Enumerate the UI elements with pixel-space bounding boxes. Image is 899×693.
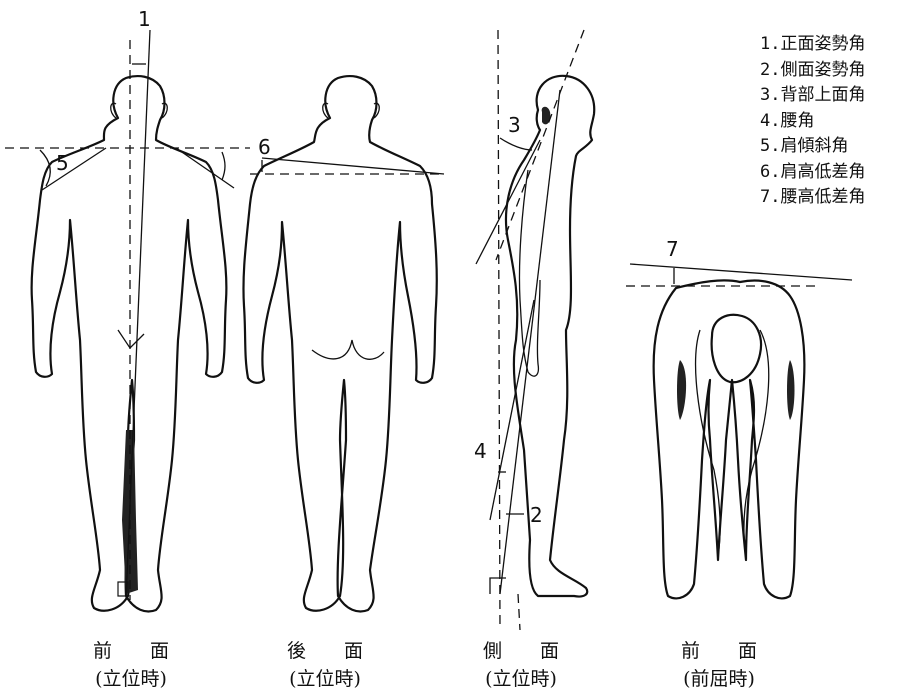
front-bending-figure — [626, 264, 852, 598]
legend-item-3: 3.背部上面角 — [760, 83, 865, 109]
back-standing-figure — [243, 76, 444, 611]
caption-back-standing: 後 面 (立位時) — [250, 637, 400, 693]
caption-view: 前 面 — [56, 637, 206, 665]
caption-side-standing: 側 面 (立位時) — [446, 637, 596, 693]
caption-pose: (前屈時) — [644, 665, 794, 693]
legend-item-2: 2.側面姿勢角 — [760, 58, 865, 84]
front-standing-figure — [5, 30, 250, 611]
caption-pose: (立位時) — [250, 665, 400, 693]
marker-5: 5 — [56, 151, 69, 175]
legend-item-7: 7.腰高低差角 — [760, 185, 865, 211]
side-standing-figure — [476, 30, 594, 630]
marker-3: 3 — [508, 113, 521, 137]
marker-1: 1 — [138, 7, 151, 31]
caption-view: 後 面 — [250, 637, 400, 665]
caption-front-standing: 前 面 (立位時) — [56, 637, 206, 693]
legend-item-5: 5.肩傾斜角 — [760, 134, 865, 160]
marker-7: 7 — [666, 237, 679, 261]
marker-6: 6 — [258, 135, 271, 159]
caption-pose: (立位時) — [446, 665, 596, 693]
caption-view: 前 面 — [644, 637, 794, 665]
angle-legend: 1.正面姿勢角 2.側面姿勢角 3.背部上面角 4.腰角 5.肩傾斜角 6.肩高… — [760, 32, 865, 211]
caption-pose: (立位時) — [56, 665, 206, 693]
legend-item-1: 1.正面姿勢角 — [760, 32, 865, 58]
marker-2: 2 — [530, 503, 543, 527]
caption-front-bending: 前 面 (前屈時) — [644, 637, 794, 693]
legend-item-4: 4.腰角 — [760, 109, 865, 135]
marker-4: 4 — [474, 439, 487, 463]
legend-item-6: 6.肩高低差角 — [760, 160, 865, 186]
caption-view: 側 面 — [446, 637, 596, 665]
